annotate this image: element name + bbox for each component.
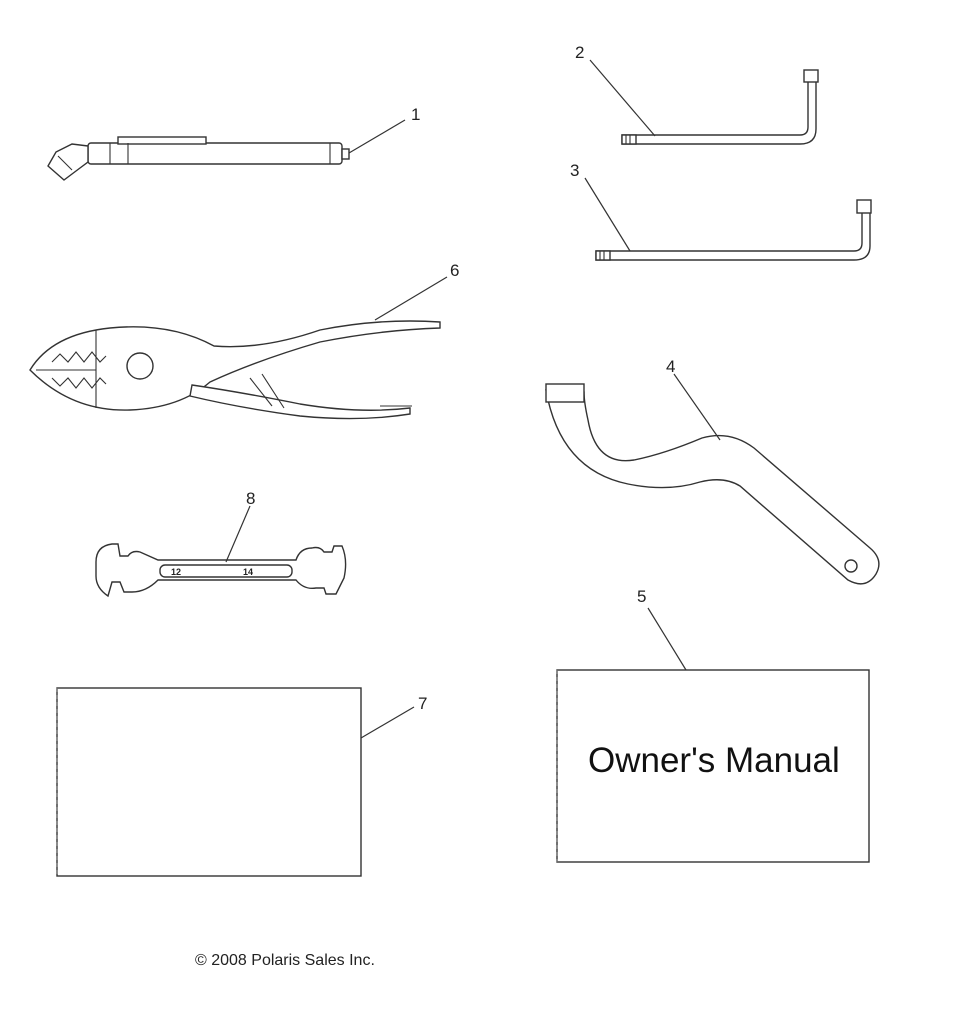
leader-line-6 [374, 276, 448, 321]
leader-line-5 [647, 607, 687, 671]
leader-line-7 [360, 706, 415, 739]
hex-key-short-icon [621, 69, 819, 145]
wrench-size-left: 12 [171, 567, 181, 577]
callout-7: 7 [418, 694, 427, 713]
document-sheet [56, 687, 362, 877]
owners-manual-title: Owner's Manual [588, 741, 840, 780]
hex-key-long-icon [595, 199, 872, 261]
leader-line-4 [673, 373, 721, 441]
leader-line-2 [589, 59, 656, 137]
callout-3: 3 [570, 161, 579, 180]
owners-manual: Owner's Manual [556, 669, 870, 863]
leader-line-3 [584, 177, 631, 252]
spanner-wrench-icon [545, 383, 880, 585]
pliers-icon [29, 320, 441, 420]
wrench-size-right: 14 [243, 567, 253, 577]
leader-line-8 [225, 505, 251, 563]
copyright-text: © 2008 Polaris Sales Inc. [195, 952, 375, 969]
callout-6: 6 [450, 261, 459, 280]
tire-pressure-gauge-icon [47, 136, 350, 181]
leader-line-1 [348, 119, 406, 154]
callout-1: 1 [411, 105, 420, 124]
callout-8: 8 [246, 489, 255, 508]
callout-4: 4 [666, 357, 675, 376]
callout-2: 2 [575, 43, 584, 62]
callout-5: 5 [637, 587, 646, 606]
open-end-wrench-icon: 12 14 [95, 543, 347, 598]
